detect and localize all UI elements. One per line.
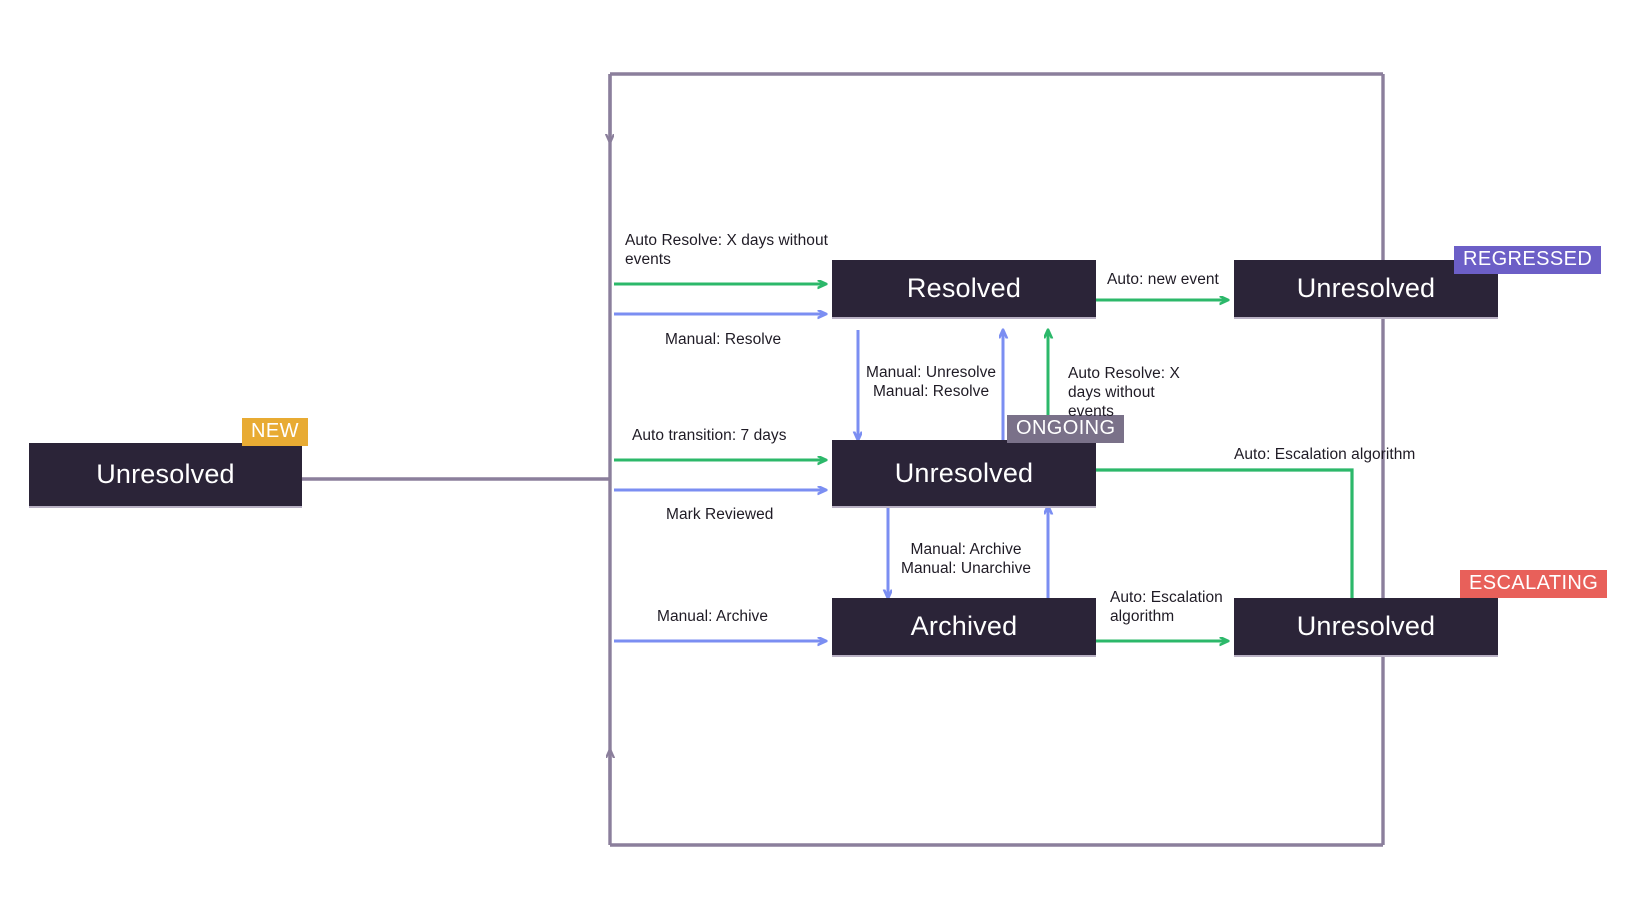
- node-label: Unresolved: [96, 459, 235, 489]
- badge-label: ESCALATING: [1469, 572, 1599, 594]
- node-label: Resolved: [906, 273, 1022, 303]
- badge-label: ONGOING: [1016, 417, 1116, 439]
- badge-escalating: ESCALATING: [1460, 570, 1608, 599]
- badge-regressed: REGRESSED: [1454, 246, 1602, 275]
- node-archived[interactable]: Archived: [832, 598, 1096, 657]
- node-resolved[interactable]: Resolved: [832, 260, 1096, 319]
- edge-label-manual-unresolve-resolve: Manual: Unresolve Manual: Resolve: [866, 364, 997, 400]
- badge-new: NEW: [242, 418, 308, 447]
- edge-label-auto-resolve-x-days-stacked: Auto Resolve: X days without events: [1068, 365, 1180, 420]
- node-label: Unresolved: [1296, 273, 1436, 303]
- node-label: Unresolved: [894, 457, 1034, 488]
- node-unresolved-escalating[interactable]: Unresolved: [1234, 598, 1498, 657]
- badge-label: NEW: [251, 420, 299, 442]
- edge-label-auto-escalation-algorithm: Auto: Escalation algorithm: [1234, 446, 1416, 463]
- badge-ongoing: ONGOING: [1007, 415, 1125, 444]
- edge-label-auto-new-event: Auto: new event: [1107, 271, 1219, 288]
- node-label: Unresolved: [1296, 611, 1436, 641]
- edge-label-manual-archive-unarchive: Manual: Archive Manual: Unarchive: [901, 541, 1032, 577]
- edge-label-auto-resolve-x-days: Auto Resolve: X days without events: [625, 232, 829, 268]
- edge-label-manual-resolve: Manual: Resolve: [665, 331, 782, 348]
- badge-label: REGRESSED: [1463, 248, 1593, 270]
- node-unresolved-ongoing[interactable]: Unresolved: [832, 440, 1096, 508]
- node-label: Archived: [910, 611, 1018, 641]
- edge-label-mark-reviewed: Mark Reviewed: [666, 506, 774, 523]
- node-unresolved-regressed[interactable]: Unresolved: [1234, 260, 1498, 319]
- edge-label-manual-archive: Manual: Archive: [657, 608, 769, 625]
- edge-label-auto-escalation-algorithm-stacked: Auto: Escalation algorithm: [1110, 589, 1223, 625]
- node-unresolved-new[interactable]: Unresolved: [29, 443, 302, 508]
- edge-label-auto-transition-7-days: Auto transition: 7 days: [632, 427, 787, 444]
